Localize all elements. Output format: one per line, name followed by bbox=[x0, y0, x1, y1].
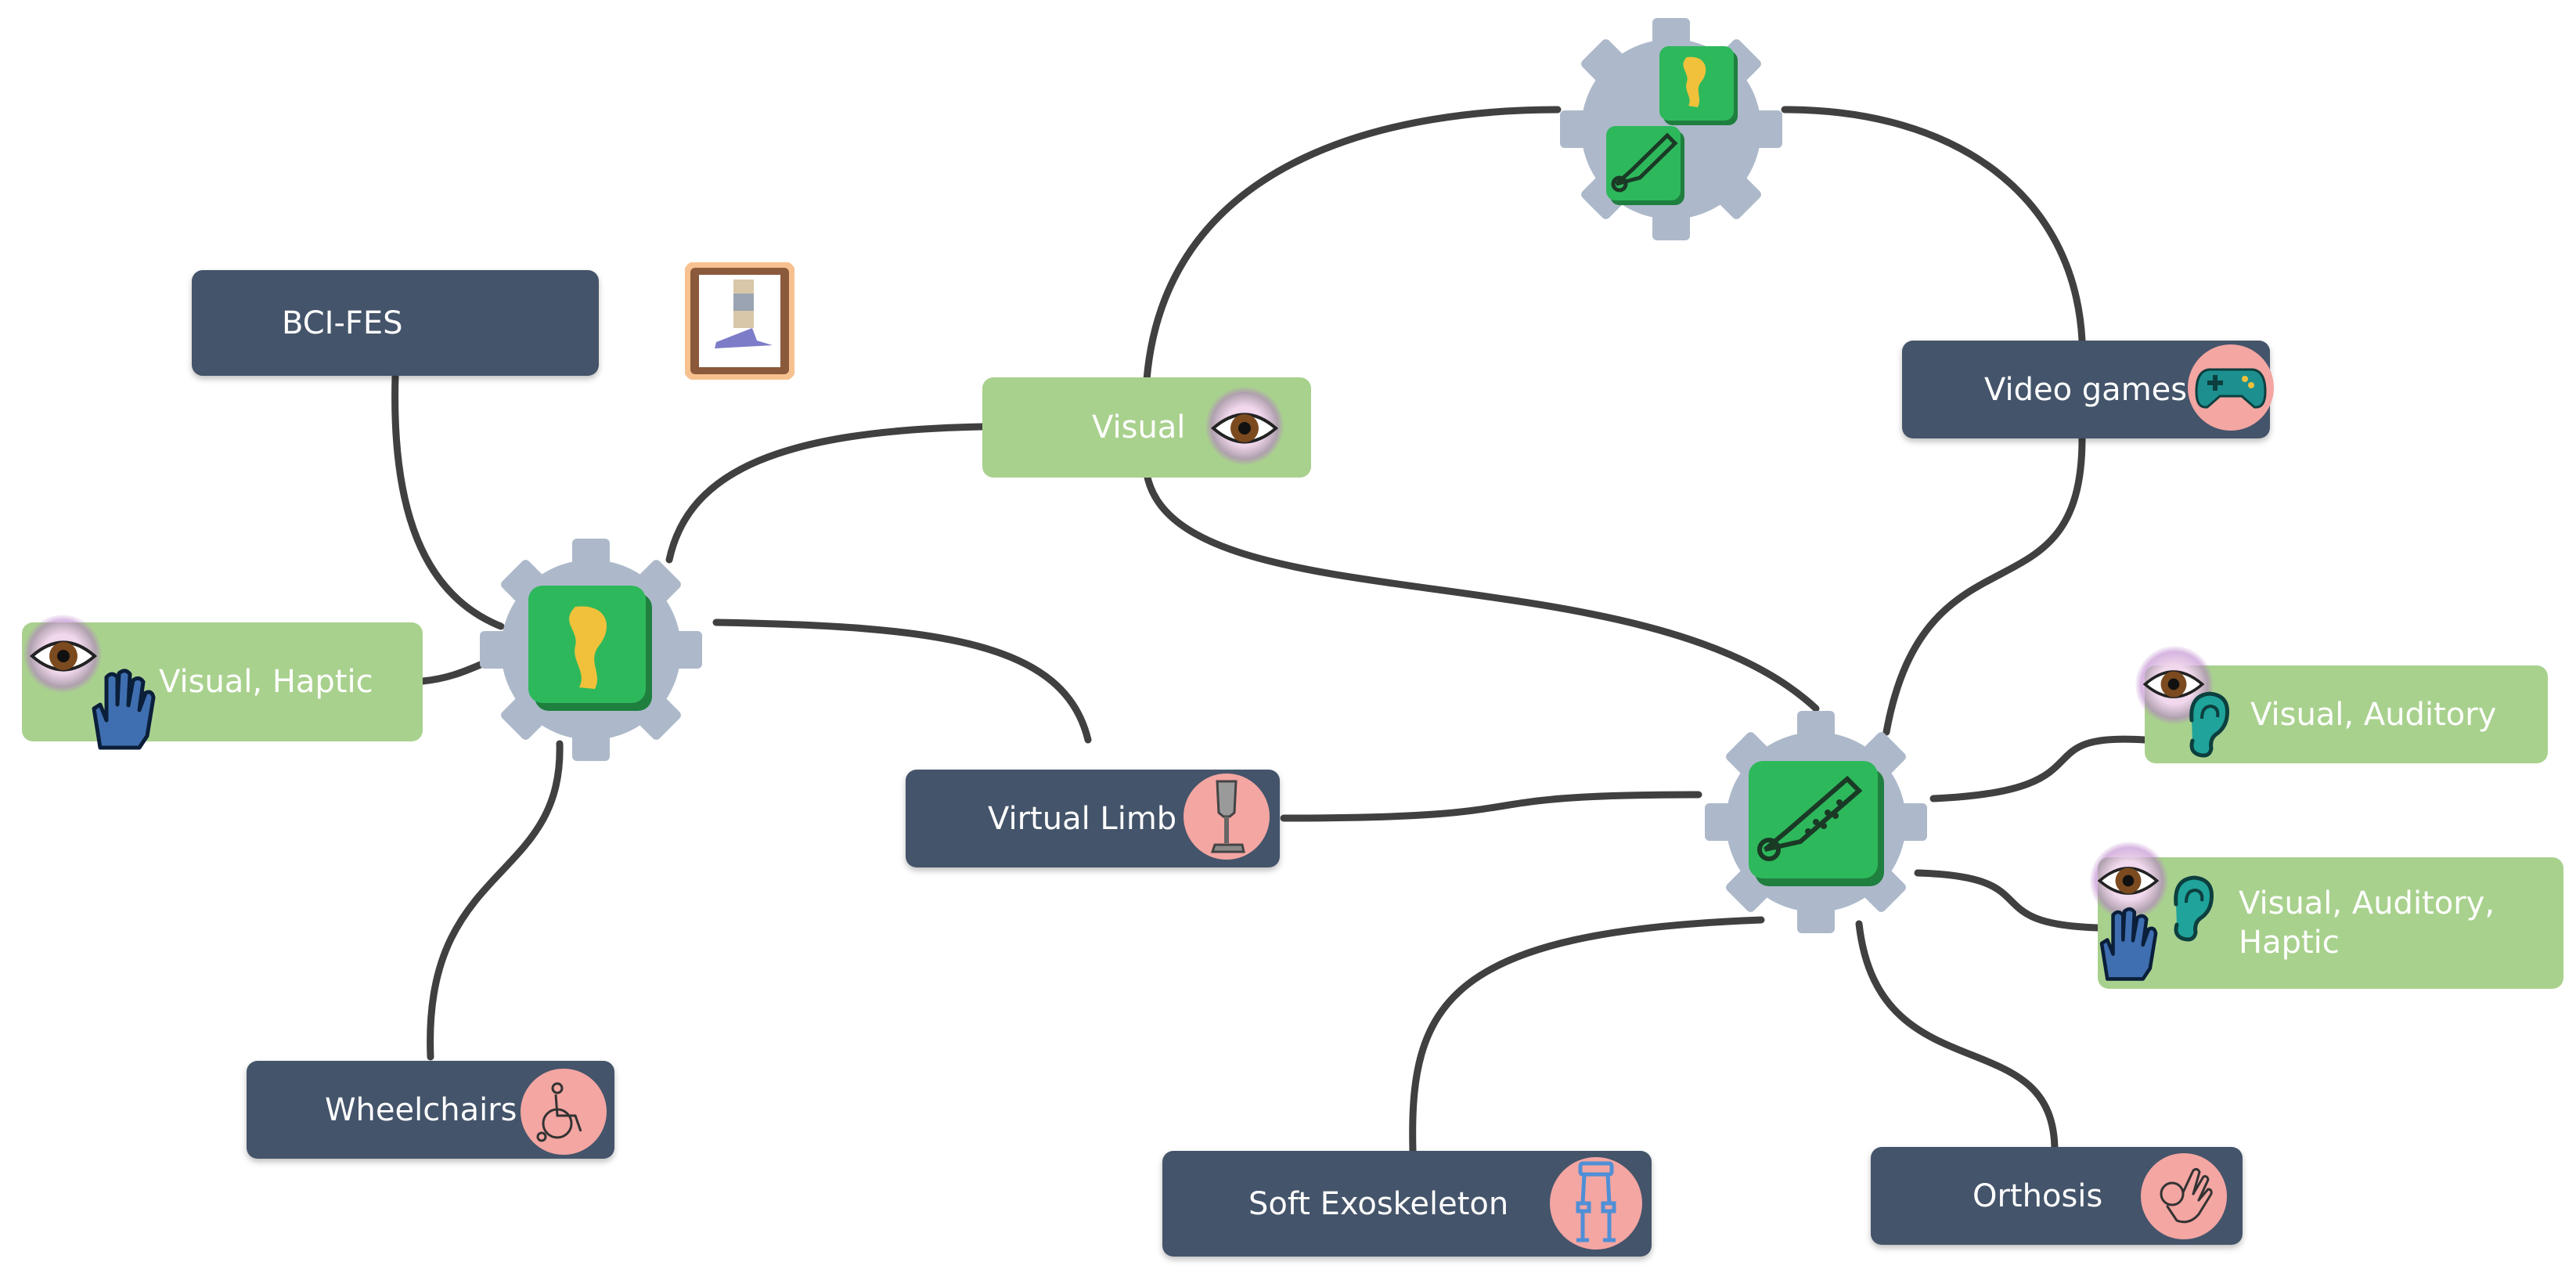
wheelchair-icon bbox=[536, 1082, 582, 1142]
virtual-limb-badge bbox=[1184, 774, 1270, 860]
visual-haptic-node[interactable]: Visual, Haptic bbox=[22, 615, 423, 750]
gamepad-icon bbox=[2195, 368, 2267, 409]
link-visual-upperhub bbox=[1143, 470, 1820, 712]
virtual-limb-node[interactable]: Virtual Limb bbox=[906, 770, 1280, 867]
visual-auditory-node[interactable]: Visual, Auditory bbox=[2135, 646, 2548, 763]
leg-icon bbox=[528, 586, 652, 711]
arm-icon bbox=[1606, 126, 1684, 205]
visual-auditory-haptic-node[interactable]: Visual, Auditory, Haptic bbox=[2090, 842, 2563, 989]
hand-icon bbox=[92, 669, 156, 750]
soft-exoskeleton-node[interactable]: Soft Exoskeleton bbox=[1162, 1151, 1652, 1257]
eye-icon bbox=[2142, 670, 2205, 698]
link-bcifes-lowerhub bbox=[391, 372, 505, 630]
hand-icon bbox=[2099, 907, 2158, 981]
wheelchairs-badge bbox=[521, 1069, 607, 1155]
video-games-badge bbox=[2188, 344, 2274, 431]
lower-limb-hub bbox=[480, 539, 702, 761]
link-lowerhub-wheelchairs bbox=[427, 740, 564, 1061]
bci-fes-node[interactable]: BCI-FES bbox=[192, 262, 794, 380]
link-upperhub-vah bbox=[1914, 869, 2102, 932]
link-lowerhub-virtuallimb bbox=[712, 618, 1092, 744]
virtual-limb-label: Virtual Limb bbox=[988, 800, 1177, 837]
link-upperhub-visualauditory bbox=[1929, 735, 2149, 802]
orthosis-node[interactable]: Orthosis bbox=[1871, 1147, 2243, 1245]
prosthetic-leg-icon bbox=[1210, 780, 1245, 853]
orthosis-badge bbox=[2141, 1153, 2227, 1239]
soft-exoskeleton-badge bbox=[1550, 1157, 1642, 1250]
soft-exoskeleton-label: Soft Exoskeleton bbox=[1248, 1185, 1509, 1222]
eye-icon bbox=[29, 640, 98, 672]
bci-fes-label: BCI-FES bbox=[282, 305, 403, 341]
ear-icon bbox=[2189, 691, 2230, 758]
eye-icon bbox=[2097, 867, 2160, 895]
wheelchairs-label: Wheelchairs bbox=[325, 1091, 517, 1128]
ear-icon bbox=[2174, 875, 2214, 942]
video-games-node[interactable]: Video games bbox=[1902, 341, 2274, 438]
visual-haptic-label: Visual, Haptic bbox=[159, 664, 373, 700]
eye-icon bbox=[1210, 413, 1279, 444]
arm-icon bbox=[1749, 761, 1884, 886]
visual-auditory-haptic-label: Visual, Auditory, Haptic bbox=[2239, 885, 2495, 961]
link-videogames-upperhub bbox=[1882, 435, 2086, 736]
leg-stimulation-icon bbox=[685, 262, 794, 380]
link-tophub-videogames bbox=[1781, 106, 2086, 344]
link-upperhub-softexo bbox=[1409, 916, 1765, 1155]
orthosis-label: Orthosis bbox=[1973, 1177, 2103, 1214]
link-upperhub-orthosis bbox=[1855, 920, 2059, 1155]
visual-label: Visual bbox=[1092, 409, 1186, 445]
exoskeleton-icon bbox=[1576, 1161, 1616, 1242]
visual-node[interactable]: Visual bbox=[982, 377, 1311, 478]
upper-limb-hub bbox=[1705, 711, 1927, 933]
video-games-label: Video games bbox=[1984, 371, 2188, 408]
visual-auditory-label: Visual, Auditory bbox=[2250, 696, 2497, 733]
link-virtuallimb-upperhub bbox=[1280, 791, 1702, 822]
link-visual-tophub bbox=[1143, 106, 1562, 384]
wheelchairs-node[interactable]: Wheelchairs bbox=[247, 1061, 614, 1159]
link-lowerhub-visual bbox=[665, 423, 986, 564]
ok-hand-icon bbox=[2160, 1167, 2213, 1224]
top-combined-hub bbox=[1560, 18, 1782, 240]
leg-icon bbox=[1659, 46, 1738, 125]
